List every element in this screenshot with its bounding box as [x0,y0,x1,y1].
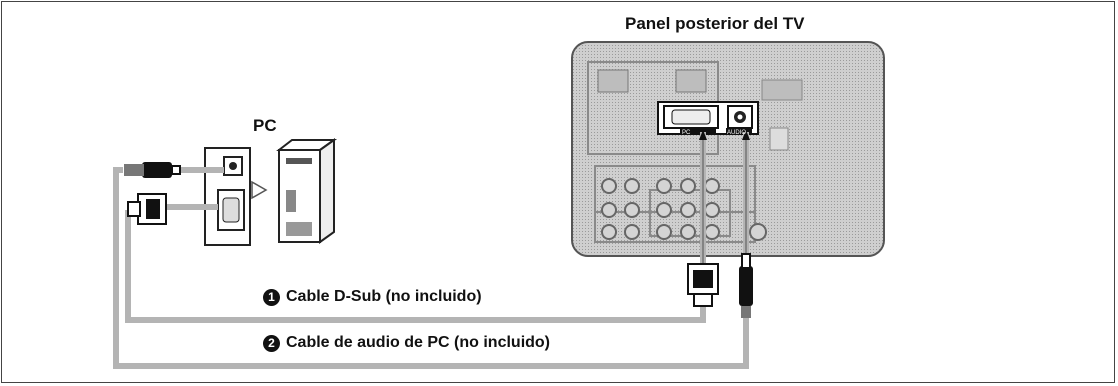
tv-port-label-pc: PC [682,130,691,136]
tv-port-label-audio: AUDIO [727,130,746,136]
dsub-plug-tv [687,263,719,307]
step-number-badge: 1 [263,288,280,306]
cable-label-audio: 2 Cable de audio de PC (no incluido) [263,334,550,352]
cable-outlines [702,134,747,264]
step-number-badge: 2 [263,334,280,352]
cable-label-text: Cable de audio de PC (no incluido) [286,334,551,351]
pc-title: PC [253,116,277,135]
audio-plug-pc [124,162,181,178]
dsub-plug-pc [127,193,167,225]
tv-panel-title: Panel posterior del TV [625,14,805,33]
arrow-up-icon [699,130,707,140]
arrow-up-icon [742,130,750,140]
cable-label-text: Cable D-Sub (no incluido) [286,288,482,305]
cable-label-dsub: 1 Cable D-Sub (no incluido) [263,288,482,306]
pc-connection-panel [204,147,268,246]
tv-rear-panel [571,41,885,257]
pc-tower [276,138,338,244]
audio-plug-tv [739,253,753,318]
